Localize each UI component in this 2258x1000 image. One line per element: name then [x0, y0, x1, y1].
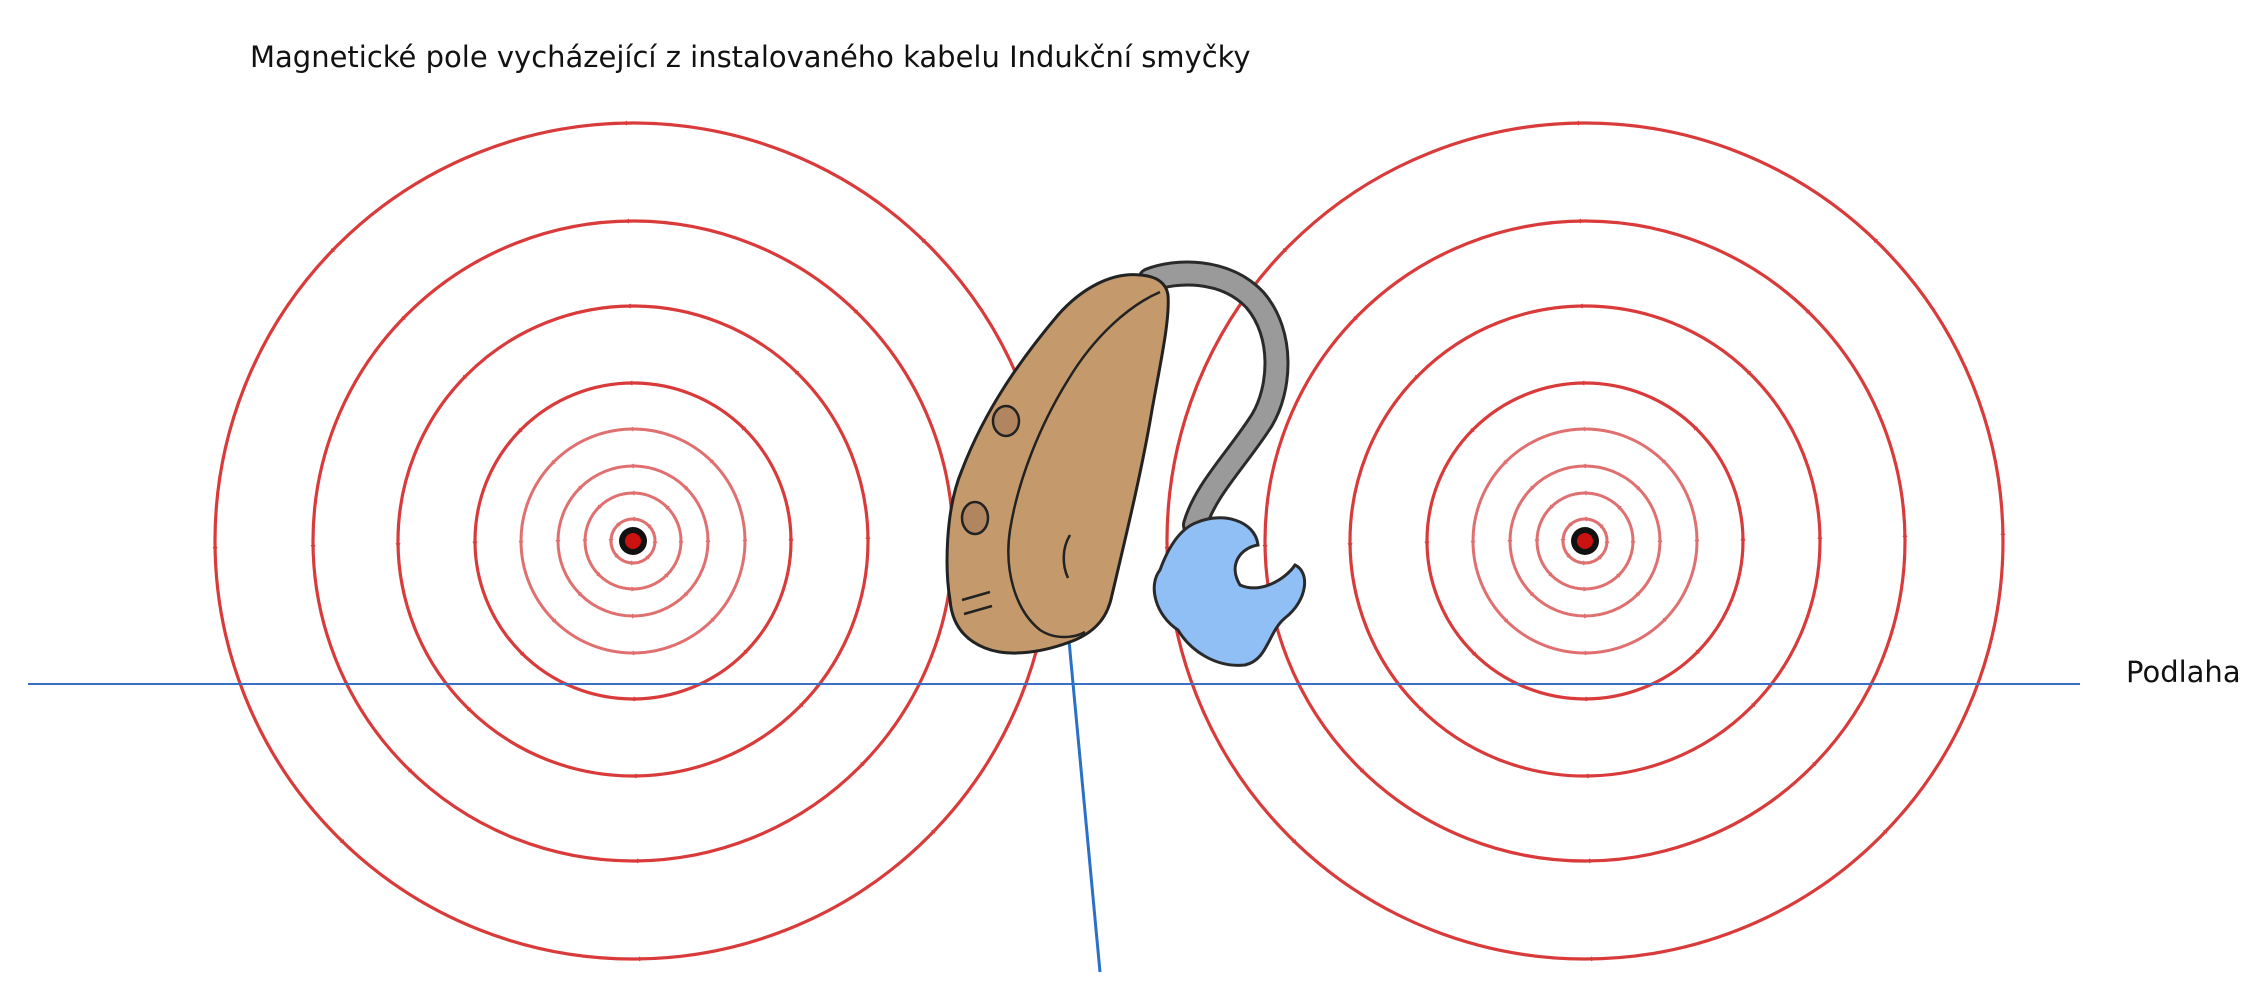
pickup-line: [1066, 629, 1102, 973]
cable-core: [1577, 533, 1593, 549]
hearing-aid-icon: [945, 260, 1307, 667]
field-ring: [473, 381, 793, 701]
field-ring: [1348, 304, 1822, 778]
floor-label: Podlaha: [2126, 655, 2241, 689]
hearing-aid-button-bottom: [960, 500, 990, 536]
field-ring: [1425, 381, 1745, 701]
hearing-aid-body: [945, 273, 1170, 655]
field-ring: [1263, 219, 1907, 863]
diagram-title: Magnetické pole vycházející z instalovan…: [250, 40, 1251, 74]
field-ring: [1165, 121, 2005, 961]
left-field-rings: [212, 120, 1054, 962]
hearing-aid-button-top: [991, 404, 1021, 438]
cable-core: [625, 533, 641, 549]
ear-mold: [1152, 516, 1307, 667]
right-field-rings: [1164, 120, 2006, 962]
field-ring: [396, 304, 870, 778]
